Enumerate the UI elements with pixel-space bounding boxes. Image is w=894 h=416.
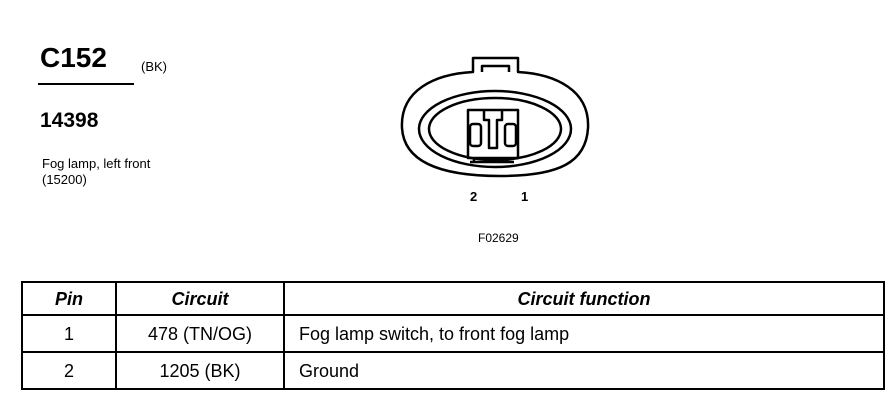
connector-description: Fog lamp, left front (15200): [42, 156, 150, 188]
table-row: 1 478 (TN/OG) Fog lamp switch, to front …: [21, 314, 885, 353]
cell-pin: 2: [21, 351, 117, 390]
connector-inner-ring-inner: [427, 96, 563, 162]
terminal-pin-1: [503, 122, 518, 148]
cell-pin: 1: [21, 314, 117, 353]
table-header-row: Pin Circuit Circuit function: [21, 281, 885, 316]
pin-label-1: 1: [521, 189, 529, 204]
cell-circuit: 478 (TN/OG): [115, 314, 285, 353]
pin-label-2: 2: [470, 189, 478, 204]
header-circuit: Circuit: [115, 281, 285, 316]
terminal-pin-2: [468, 122, 483, 148]
part-number: 14398: [40, 109, 99, 132]
connector-face-diagram: [400, 56, 590, 178]
connector-color: (BK): [141, 59, 167, 74]
pin-table: Pin Circuit Circuit function 1 478 (TN/O…: [21, 281, 885, 390]
table-row: 2 1205 (BK) Ground: [21, 351, 885, 390]
locking-tab-notch: [480, 64, 511, 72]
figure-code: F02629: [478, 231, 519, 245]
connector-inner-ring-outer: [417, 89, 573, 169]
description-line-2: (15200): [42, 172, 87, 187]
header-circuit-function: Circuit function: [283, 281, 885, 316]
center-terminal: [482, 110, 504, 150]
connector-id: C152: [40, 42, 107, 73]
description-line-1: Fog lamp, left front: [42, 156, 151, 171]
connector-id-underline: [38, 83, 134, 85]
cell-circuit-function: Fog lamp switch, to front fog lamp: [283, 314, 885, 353]
header-pin: Pin: [21, 281, 117, 316]
cell-circuit: 1205 (BK): [115, 351, 285, 390]
cell-circuit-function: Ground: [283, 351, 885, 390]
connector-housing-outline: [400, 56, 590, 178]
pin-cavity-block: [466, 108, 520, 160]
